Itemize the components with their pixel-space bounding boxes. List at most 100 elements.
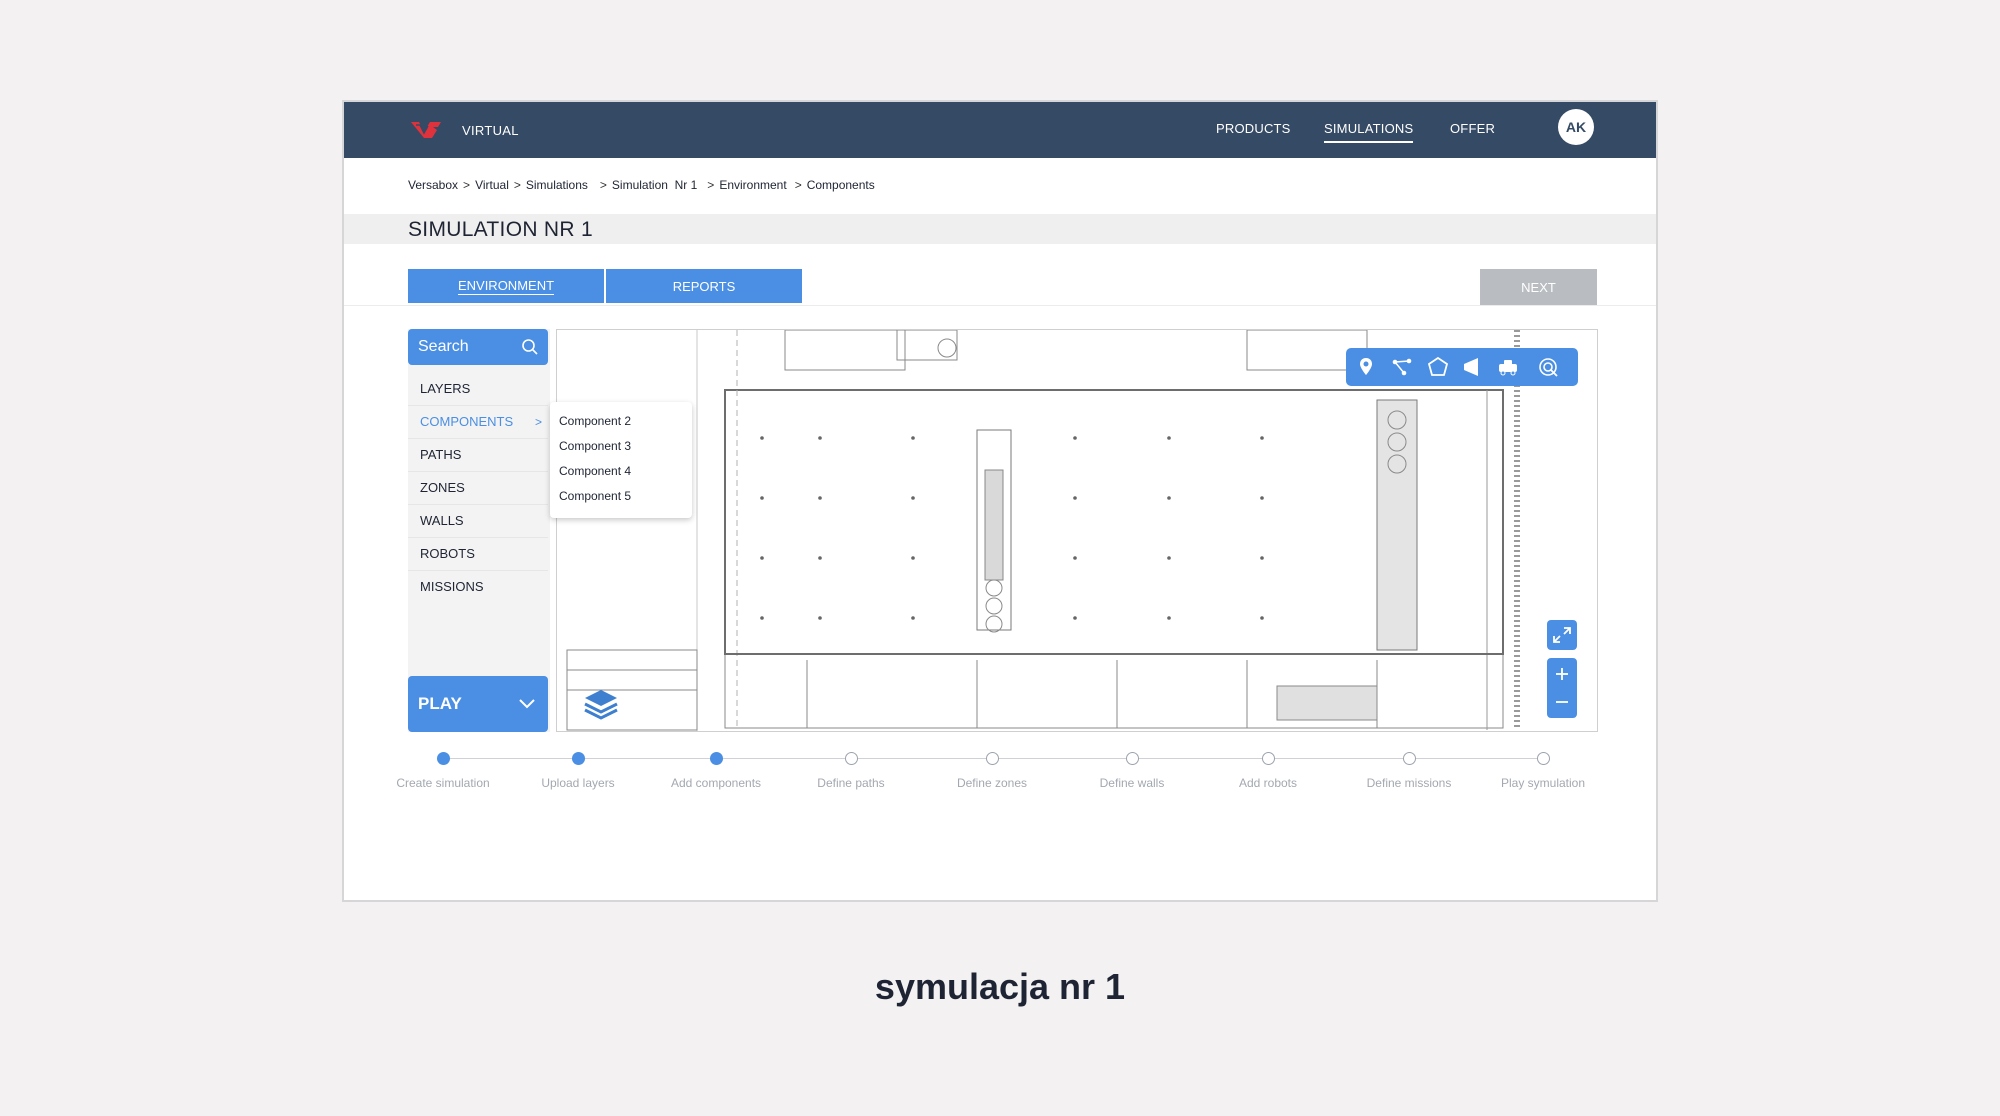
sidebar-item-label: COMPONENTS <box>420 414 514 429</box>
dropdown-item-component-3[interactable]: Component 3 <box>559 439 632 453</box>
slide-caption: symulacja nr 1 <box>874 966 1126 1007</box>
breadcrumb-separator: > <box>513 178 521 192</box>
breadcrumb-separator: > <box>463 178 471 192</box>
sidebar-menu: LAYERS COMPONENTS > PATHS ZONES WALLS ROB… <box>408 373 548 603</box>
tabs-divider <box>344 305 1656 306</box>
search-input[interactable]: Search <box>408 329 548 365</box>
step-define-missions[interactable]: Define missions <box>1339 749 1479 790</box>
sidebar: Search LAYERS COMPONENTS > PATHS ZONES WA… <box>408 329 550 732</box>
step-play-symulation[interactable]: Play symulation <box>1473 749 1613 790</box>
tab-reports-label: REPORTS <box>672 278 736 294</box>
sidebar-item-robots[interactable]: ROBOTS <box>408 538 548 571</box>
search-placeholder: Search <box>418 338 469 355</box>
step-dot <box>1125 752 1139 765</box>
step-dot <box>436 752 450 765</box>
step-dot <box>571 752 585 765</box>
step-label: Add components <box>670 776 762 790</box>
dropdown-item-component-2[interactable]: Component 2 <box>559 414 632 428</box>
step-label: Add robots <box>1238 776 1298 790</box>
sidebar-item-zones[interactable]: ZONES <box>408 472 548 505</box>
breadcrumb-components[interactable]: Components <box>806 178 875 192</box>
sidebar-item-label: ROBOTS <box>420 546 475 561</box>
step-label: Define zones <box>956 776 1028 790</box>
step-dot <box>985 752 999 765</box>
step-define-zones[interactable]: Define zones <box>922 749 1062 790</box>
sidebar-item-label: LAYERS <box>420 381 471 396</box>
versabox-logo-icon[interactable] <box>410 119 442 141</box>
breadcrumb-environment[interactable]: Environment <box>719 178 787 192</box>
step-define-walls[interactable]: Define walls <box>1062 749 1202 790</box>
step-label: Create simulation <box>396 776 490 790</box>
dropdown-item-component-5[interactable]: Component 5 <box>559 489 632 503</box>
app-window: VIRTUAL PRODUCTS SIMULATIONS OFFER AK Ve… <box>342 100 1658 902</box>
location-pin-icon[interactable] <box>1354 355 1378 379</box>
sidebar-item-label: ZONES <box>420 480 465 495</box>
dropdown-padding <box>550 402 692 409</box>
step-label: Define walls <box>1099 776 1165 790</box>
title-bar: SIMULATION NR 1 <box>344 214 1656 244</box>
zoom-controls <box>1547 658 1577 718</box>
polygon-zone-icon[interactable] <box>1426 355 1450 379</box>
chevron-down-icon[interactable] <box>518 696 536 710</box>
layers-stack-icon[interactable] <box>583 686 619 722</box>
search-icon[interactable] <box>521 338 539 356</box>
step-label: Define missions <box>1366 776 1452 790</box>
breadcrumb-simulation-nr-1[interactable]: Simulation Nr 1 <box>611 178 698 192</box>
wall-icon[interactable] <box>1460 355 1484 379</box>
top-navigation-bar: VIRTUAL PRODUCTS SIMULATIONS OFFER AK <box>344 102 1656 158</box>
brand-name[interactable]: VIRTUAL <box>462 123 519 138</box>
progress-stepper: Create simulation Upload layers Add comp… <box>380 749 1604 809</box>
sidebar-item-components[interactable]: COMPONENTS > <box>408 406 548 439</box>
step-label: Upload layers <box>541 776 615 790</box>
sidebar-item-layers[interactable]: LAYERS <box>408 373 548 406</box>
play-label: PLAY <box>418 694 462 713</box>
expand-control <box>1547 620 1577 650</box>
step-add-components[interactable]: Add components <box>646 749 786 790</box>
sidebar-item-label: WALLS <box>420 513 464 528</box>
expand-icon[interactable] <box>1547 621 1577 649</box>
step-add-robots[interactable]: Add robots <box>1198 749 1338 790</box>
breadcrumb-separator: > <box>794 178 802 192</box>
chevron-right-icon: > <box>534 415 542 429</box>
breadcrumb-separator: > <box>599 178 607 192</box>
components-dropdown: Component 2 Component 3 Component 4 Comp… <box>550 402 692 518</box>
tab-environment-label: ENVIRONMENT <box>457 277 555 295</box>
breadcrumb-virtual[interactable]: Virtual <box>475 178 509 192</box>
step-dot <box>709 752 723 765</box>
sidebar-item-walls[interactable]: WALLS <box>408 505 548 538</box>
user-avatar[interactable]: AK <box>1558 109 1594 145</box>
sidebar-item-label: MISSIONS <box>420 579 484 594</box>
sidebar-item-paths[interactable]: PATHS <box>408 439 548 472</box>
breadcrumb-simulations[interactable]: Simulations <box>525 178 588 192</box>
path-nodes-icon[interactable] <box>1390 355 1414 379</box>
sidebar-item-label: PATHS <box>420 447 462 462</box>
step-label: Play symulation <box>1500 776 1586 790</box>
step-dot <box>1261 752 1275 765</box>
floor-plan-drawing <box>566 330 1520 731</box>
nav-simulations[interactable]: SIMULATIONS <box>1324 121 1414 143</box>
page-title: SIMULATION NR 1 <box>408 218 593 241</box>
step-create-simulation[interactable]: Create simulation <box>373 749 513 790</box>
map-toolbar <box>1346 348 1578 386</box>
tab-environment[interactable]: ENVIRONMENT <box>408 269 604 303</box>
nav-products[interactable]: PRODUCTS <box>1216 121 1291 136</box>
robot-icon[interactable] <box>1496 355 1520 379</box>
step-label: Define paths <box>817 776 885 790</box>
breadcrumb-versabox[interactable]: Versabox <box>408 178 459 192</box>
step-dot <box>1536 752 1550 765</box>
tab-reports[interactable]: REPORTS <box>606 269 802 303</box>
step-dot <box>844 752 858 765</box>
breadcrumb-separator: > <box>707 178 715 192</box>
floor-plan-canvas[interactable] <box>556 329 1598 732</box>
step-define-paths[interactable]: Define paths <box>781 749 921 790</box>
mission-target-icon[interactable] <box>1536 355 1560 379</box>
nav-offer[interactable]: OFFER <box>1450 121 1496 136</box>
zoom-in-icon[interactable] <box>1547 660 1577 688</box>
play-button[interactable]: PLAY <box>408 676 548 732</box>
breadcrumb: Versabox > Virtual > Simulations > Simulation … <box>408 178 875 192</box>
zoom-out-icon[interactable] <box>1547 688 1577 716</box>
next-button[interactable]: NEXT <box>1480 269 1597 305</box>
sidebar-item-missions[interactable]: MISSIONS <box>408 571 548 603</box>
dropdown-item-component-4[interactable]: Component 4 <box>559 464 632 478</box>
step-upload-layers[interactable]: Upload layers <box>508 749 648 790</box>
